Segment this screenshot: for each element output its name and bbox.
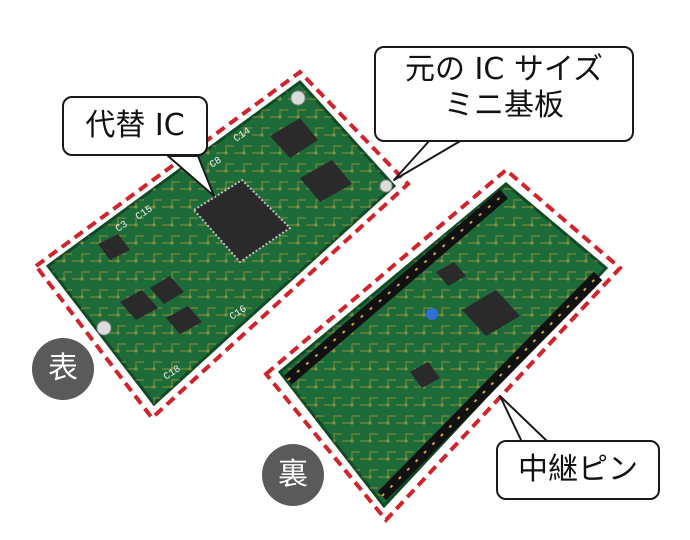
badge-back-text: 裏 bbox=[278, 457, 308, 492]
back-chip bbox=[462, 290, 520, 336]
front-small-chip bbox=[270, 118, 318, 158]
mounting-hole bbox=[290, 90, 306, 106]
back-chip bbox=[436, 262, 466, 286]
callout-replacement-ic-text: 代替 IC bbox=[85, 108, 185, 143]
back-outline bbox=[263, 167, 623, 524]
front-board: C3 C15 C16 C18 C14 C8 bbox=[33, 69, 411, 421]
callout-replacement-ic: 代替 IC bbox=[62, 96, 208, 156]
pin-header-left bbox=[284, 189, 508, 385]
trimmer-component bbox=[426, 308, 438, 320]
front-outline bbox=[33, 69, 411, 421]
back-chip bbox=[410, 362, 440, 388]
badge-back: 裏 bbox=[262, 444, 324, 506]
mounting-hole bbox=[96, 320, 112, 336]
callout-original-ic-size: 元の IC サイズ ミニ基板 bbox=[374, 46, 634, 142]
pin-header-right bbox=[377, 271, 603, 501]
replacement-ic-chip bbox=[192, 178, 292, 264]
front-small-chip bbox=[166, 306, 202, 334]
callout-relay-pins: 中継ピン bbox=[496, 440, 660, 500]
front-small-chip bbox=[98, 234, 130, 260]
callout-original-size-line1: 元の IC サイズ bbox=[405, 52, 603, 87]
badge-front-text: 表 bbox=[48, 351, 78, 386]
callout-pointer-size bbox=[393, 139, 463, 181]
callout-original-size-line2: ミニ基板 bbox=[444, 88, 564, 123]
callout-pointer-ic bbox=[167, 155, 215, 197]
front-small-chip bbox=[120, 290, 158, 320]
callout-pointer-pins bbox=[499, 395, 549, 443]
back-board bbox=[263, 167, 623, 524]
callout-relay-pins-text: 中継ピン bbox=[518, 452, 638, 487]
front-small-chip bbox=[150, 276, 184, 304]
badge-front: 表 bbox=[32, 338, 94, 400]
front-small-chip bbox=[300, 160, 352, 202]
mounting-hole bbox=[379, 179, 393, 193]
